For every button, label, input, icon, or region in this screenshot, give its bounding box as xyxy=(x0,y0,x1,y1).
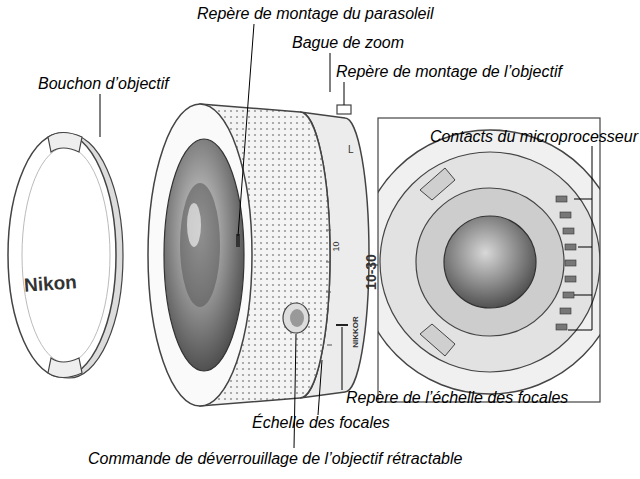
part-label: Repère de montage de l’objectif xyxy=(336,62,562,81)
leader-lines xyxy=(100,24,592,448)
lens-cap xyxy=(8,133,123,379)
brand-marking: Nikon xyxy=(23,272,77,295)
focal-mark: L xyxy=(348,145,354,155)
focal-range-marking: 10-30 xyxy=(364,254,378,290)
part-label: Contacts du microprocesseur xyxy=(430,127,638,146)
part-label: Repère de montage du parasoleil xyxy=(197,4,434,23)
mount-inset xyxy=(378,118,600,402)
part-label: Repère de l’échelle des focales xyxy=(346,388,568,407)
inset-frame xyxy=(378,118,600,402)
part-label: Bague de zoom xyxy=(292,33,404,52)
part-label: Échelle des focales xyxy=(252,413,390,432)
lens-name-marking: NIKKOR xyxy=(352,316,360,348)
lens-body xyxy=(148,104,369,406)
part-label: Commande de déverrouillage de l’objectif… xyxy=(88,449,462,468)
part-label: Bouchon d’objectif xyxy=(38,74,169,93)
focal-mark: 10 xyxy=(332,241,341,251)
